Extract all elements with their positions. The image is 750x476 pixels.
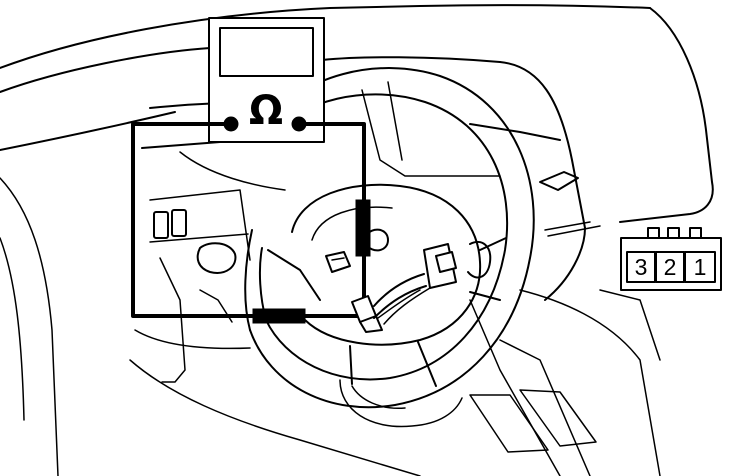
connector-latch (647, 227, 660, 239)
brake-pedal (469, 394, 549, 453)
connector-pin-label: 1 (694, 254, 707, 280)
ohmmeter: Ω (208, 17, 325, 143)
service-adapter-horizontal (252, 308, 306, 324)
connector-latch (689, 227, 702, 239)
inflator-connector (325, 251, 351, 273)
test-lead-left (131, 122, 364, 318)
dash-switch (153, 211, 169, 239)
connector-pin-label: 2 (664, 254, 677, 280)
dashboard-interior (0, 4, 714, 476)
connector-pin-cell (684, 251, 716, 283)
ohm-symbol: Ω (249, 88, 283, 134)
connector-pinout: 3 2 1 (620, 227, 722, 291)
connector-pin-label: 3 (635, 254, 648, 280)
service-adapter-vertical (355, 199, 371, 257)
airbag-module (325, 228, 457, 325)
dash-switch (171, 209, 187, 237)
connector-latch (667, 227, 680, 239)
glovebox-handle (539, 171, 579, 191)
airbag-connector-probe (351, 295, 377, 323)
steering-wheel (244, 67, 535, 428)
connector-pin-cell (626, 251, 656, 283)
ohmmeter-display (219, 27, 314, 77)
accelerator-pedal (519, 389, 597, 447)
test-leads (131, 122, 383, 333)
